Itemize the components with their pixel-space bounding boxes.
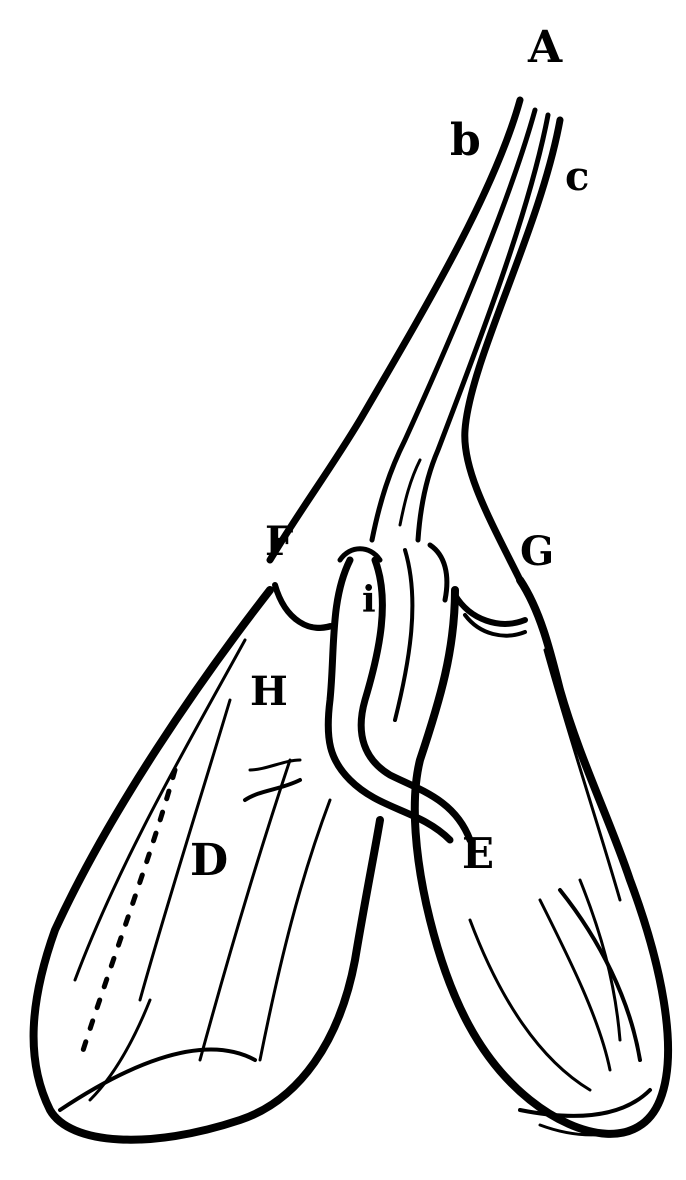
label-G: G [520,528,554,575]
label-c: c [565,153,589,200]
label-A: A [527,22,563,73]
label-b: b [450,115,481,166]
label-H: H [250,668,288,715]
stalk-cords [270,100,560,580]
label-D: D [190,835,228,886]
right-lobe-E [415,580,668,1135]
figure-labels: A b c F G H i D E [190,22,589,886]
connecting-duct [328,545,470,840]
label-E: E [462,829,494,878]
label-i: i [362,579,376,621]
label-F: F [265,518,293,565]
